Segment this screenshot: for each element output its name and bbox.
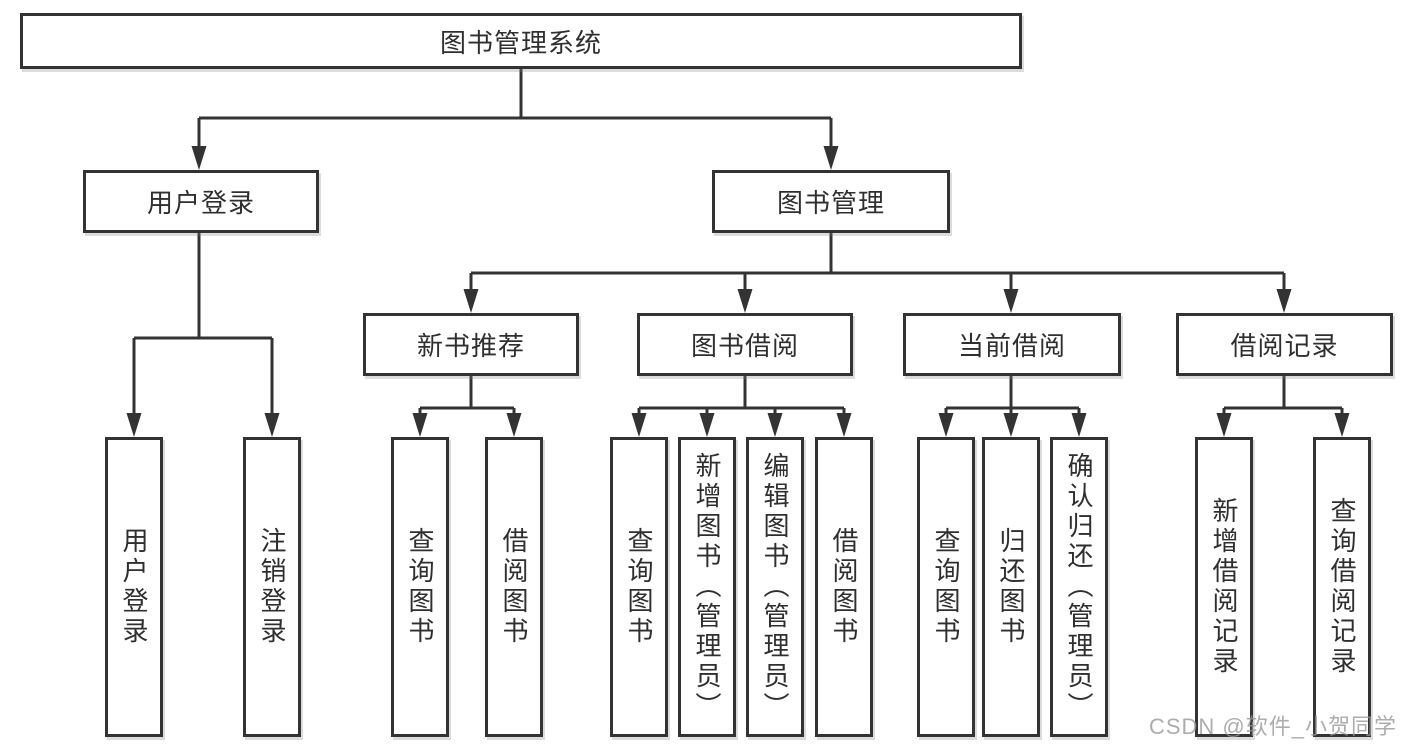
leaf-label: 查询借阅记录 xyxy=(1327,497,1357,677)
leaf-query-books-recommendation: 查询图书 xyxy=(391,437,449,737)
node-book-borrowing: 图书借阅 xyxy=(637,313,853,376)
leaf-query-books-borrowing: 查询图书 xyxy=(610,437,668,737)
leaf-borrow-books-recommendation: 借阅图书 xyxy=(485,437,543,737)
node-user-login: 用户登录 xyxy=(83,170,319,233)
leaf-label: 查询图书 xyxy=(624,527,654,647)
leaf-label: 编辑图书（管理员） xyxy=(760,452,790,722)
leaf-query-books-current: 查询图书 xyxy=(917,437,975,737)
leaf-label: 注销登录 xyxy=(257,527,287,647)
connector-borrowing-records-to-leaves xyxy=(1216,376,1350,437)
connector-new-book-recommendation-to-leaves xyxy=(412,376,522,437)
leaf-label: 借阅图书 xyxy=(499,527,529,647)
node-book-management: 图书管理 xyxy=(712,170,950,233)
leaf-label: 新增图书（管理员） xyxy=(692,452,722,722)
node-new-book-recommendation: 新书推荐 xyxy=(363,313,579,376)
leaf-label: 借阅图书 xyxy=(829,527,859,647)
connector-root-to-level2 xyxy=(191,69,839,170)
leaf-query-borrowing-record: 查询借阅记录 xyxy=(1313,437,1371,737)
connector-book-borrowing-to-leaves xyxy=(631,376,852,437)
leaf-label: 查询图书 xyxy=(405,527,435,647)
leaf-borrow-books: 借阅图书 xyxy=(815,437,873,737)
leaf-label: 查询图书 xyxy=(931,527,961,647)
csdn-watermark: CSDN @软件_小贺同学 xyxy=(1148,714,1397,739)
connector-user-login-to-leaves xyxy=(126,233,280,437)
leaf-user-login: 用户登录 xyxy=(105,437,163,737)
leaf-return-books: 归还图书 xyxy=(982,437,1040,737)
leaf-label: 归还图书 xyxy=(996,527,1026,647)
node-library-management-system: 图书管理系统 xyxy=(20,13,1022,69)
leaf-logout: 注销登录 xyxy=(243,437,301,737)
leaf-label: 新增借阅记录 xyxy=(1209,497,1239,677)
connector-book-management-to-level3 xyxy=(463,233,1292,313)
node-current-borrowing: 当前借阅 xyxy=(903,313,1121,376)
leaf-add-borrowing-record: 新增借阅记录 xyxy=(1195,437,1253,737)
leaf-label: 用户登录 xyxy=(119,527,149,647)
leaf-confirm-return-admin: 确认归还（管理员） xyxy=(1050,437,1108,737)
connector-current-borrowing-to-leaves xyxy=(938,376,1087,437)
leaf-edit-books-admin: 编辑图书（管理员） xyxy=(746,437,804,737)
leaf-add-books-admin: 新增图书（管理员） xyxy=(678,437,736,737)
leaf-label: 确认归还（管理员） xyxy=(1064,452,1094,722)
node-borrowing-records: 借阅记录 xyxy=(1176,313,1393,376)
